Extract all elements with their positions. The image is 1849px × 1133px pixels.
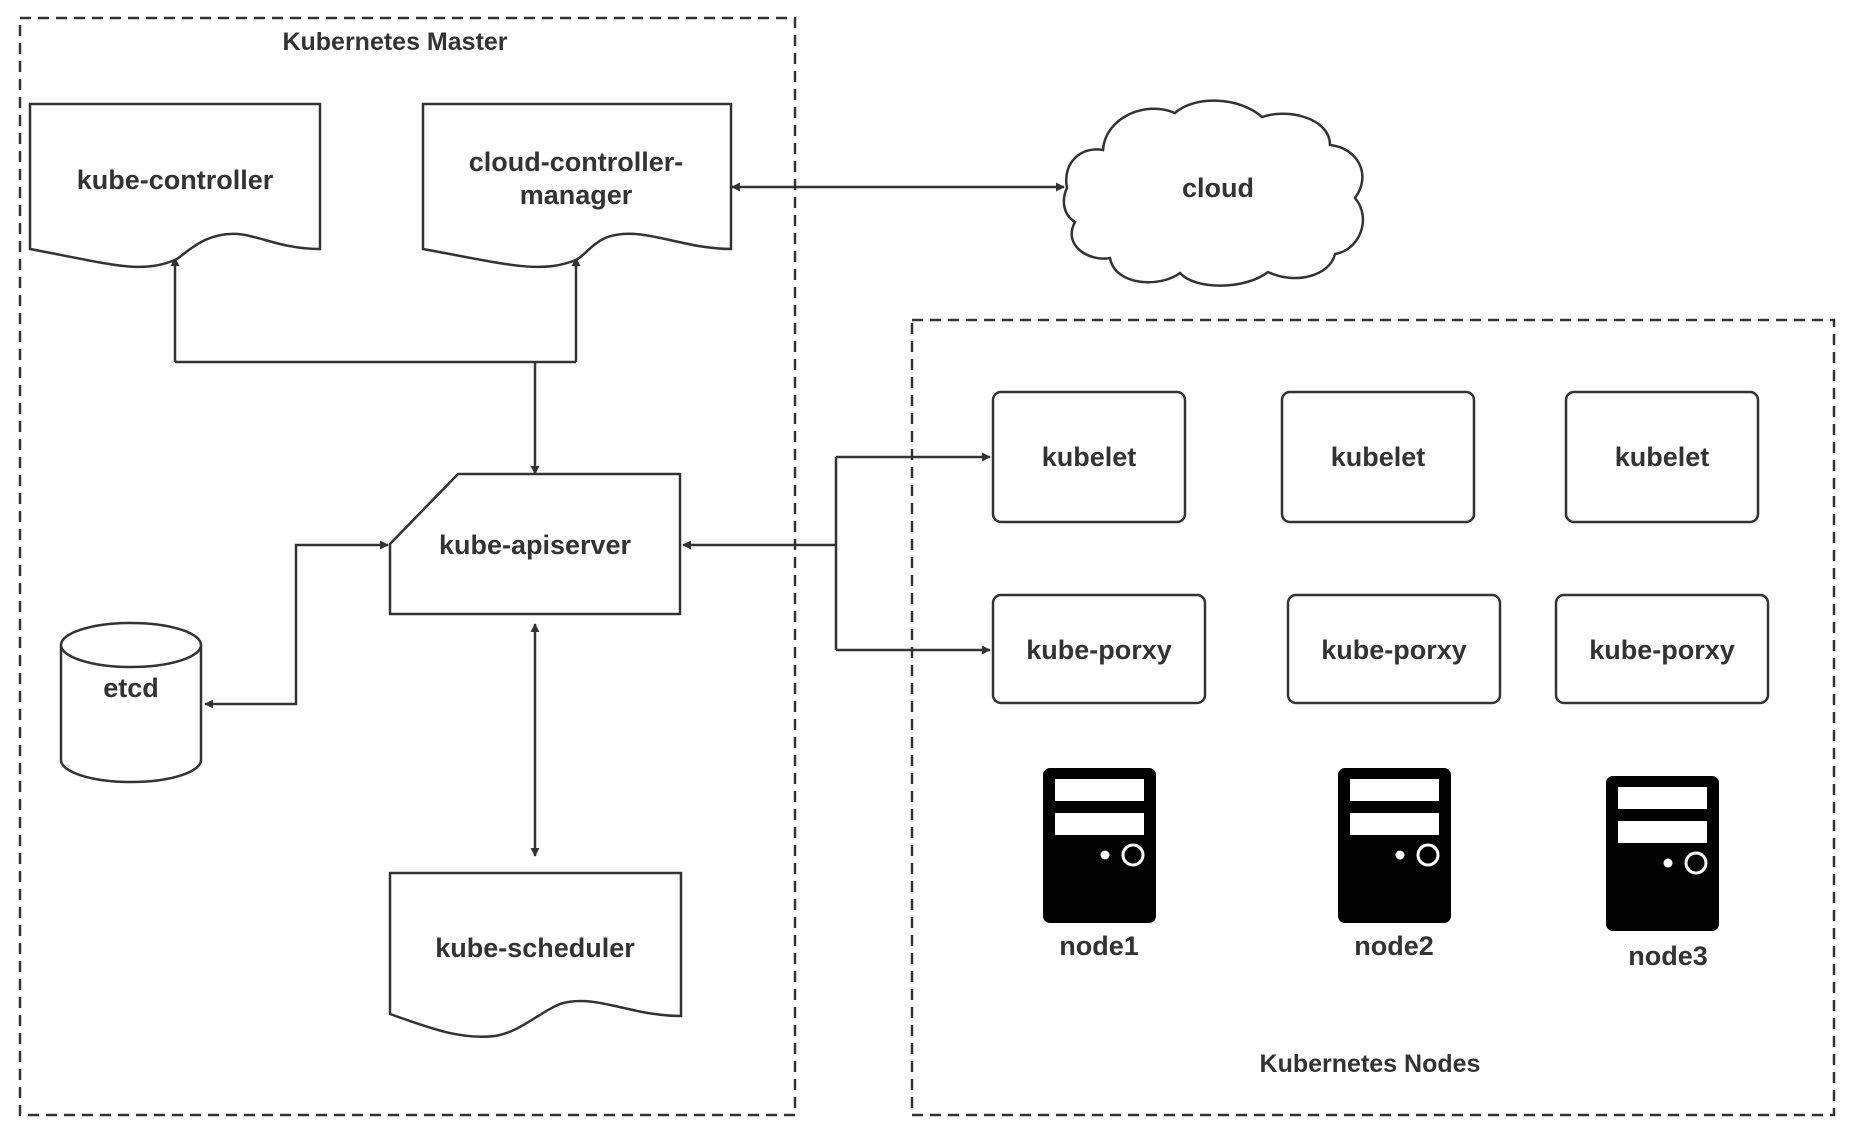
kube-apiserver-shape — [388, 472, 682, 616]
cloud-controller-manager-label-line2: manager — [520, 180, 633, 210]
node-column-2: kubelet kube-porxy node2 — [1280, 390, 1502, 961]
kube-proxy-box-3 — [1554, 593, 1770, 705]
nodes-group: Kubernetes Nodes — [910, 318, 1836, 1117]
kubelet-box-3 — [1564, 390, 1760, 524]
master-title: Kubernetes Master — [282, 28, 507, 56]
nodes-title: Kubernetes Nodes — [1260, 1050, 1481, 1078]
server-icon-3 — [1606, 776, 1719, 931]
master-frame — [18, 16, 797, 1117]
kubelet-label-3: kubelet — [1615, 442, 1710, 472]
node-column-3: kubelet kube-porxy node3 — [1554, 390, 1770, 971]
node-name-1: node1 — [1059, 931, 1139, 961]
kube-controller-node: kube-controller — [28, 102, 322, 269]
server-icon-2 — [1338, 768, 1451, 923]
cloud-shape — [1062, 99, 1365, 287]
kube-scheduler-label: kube-scheduler — [435, 933, 635, 963]
kube-proxy-label-3: kube-porxy — [1589, 635, 1735, 665]
kube-proxy-label-1: kube-porxy — [1026, 635, 1172, 665]
kubelet-box-2 — [1280, 390, 1476, 524]
kubelet-label-1: kubelet — [1042, 442, 1137, 472]
kube-controller-label: kube-controller — [77, 165, 274, 195]
connectors — [170, 182, 1065, 857]
etcd-node: etcd — [59, 621, 203, 784]
kubelet-box-1 — [991, 390, 1187, 524]
etcd-cylinder-top — [59, 621, 203, 669]
nodes-frame — [910, 318, 1836, 1117]
cloud-label: cloud — [1182, 173, 1254, 203]
kube-controller-shape — [28, 102, 322, 269]
node-column-1: kubelet kube-porxy node1 — [991, 390, 1207, 961]
master-group: Kubernetes Master — [18, 16, 797, 1117]
kube-proxy-box-2 — [1286, 593, 1502, 705]
kube-apiserver-node: kube-apiserver — [388, 472, 682, 616]
kube-proxy-label-2: kube-porxy — [1321, 635, 1467, 665]
kube-scheduler-shape — [388, 871, 683, 1038]
server-icon-1 — [1043, 768, 1156, 923]
kube-proxy-box-1 — [991, 593, 1207, 705]
etcd-label: etcd — [103, 673, 159, 703]
etcd-cylinder-body — [59, 645, 203, 784]
cloud-controller-manager-shape — [421, 102, 733, 269]
arrow-etcd-link — [204, 540, 389, 709]
kubelet-label-2: kubelet — [1331, 442, 1426, 472]
kube-scheduler-node: kube-scheduler — [388, 871, 683, 1038]
node-name-3: node3 — [1628, 941, 1708, 971]
kube-apiserver-label: kube-apiserver — [439, 530, 632, 560]
cloud-controller-manager-node: cloud-controller- manager — [421, 102, 733, 269]
cloud-controller-manager-label-line1: cloud-controller- — [469, 147, 684, 177]
node-name-2: node2 — [1354, 931, 1434, 961]
cloud-node: cloud — [1062, 99, 1365, 287]
